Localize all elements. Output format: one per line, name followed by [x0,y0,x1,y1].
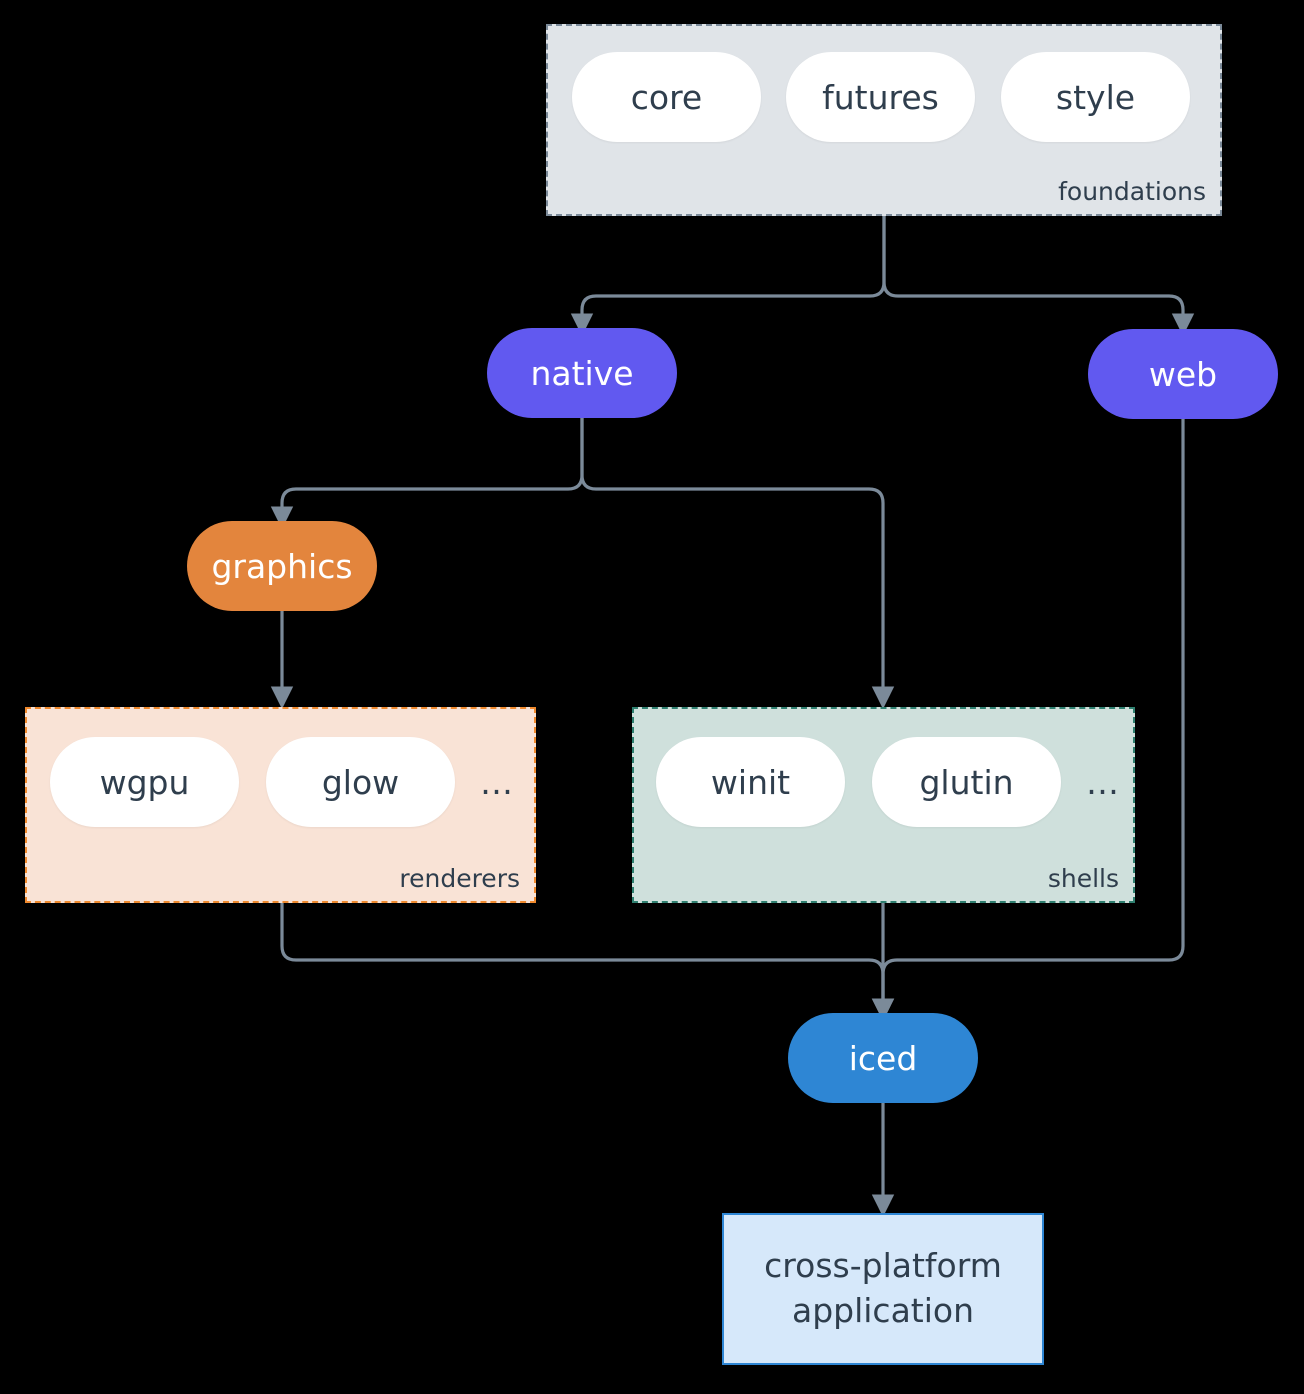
node-glutin-label: glutin [919,762,1014,802]
node-core[interactable]: core [572,52,761,142]
node-winit-label: winit [710,762,791,802]
node-renderers-more: … [480,765,520,799]
group-shells-label: shells [1047,864,1119,893]
node-futures[interactable]: futures [786,52,975,142]
node-graphics-label: graphics [211,546,353,586]
node-app-label-line2: application [791,1291,975,1330]
node-app-label-line1: cross-platform [764,1246,1002,1286]
node-wgpu-label: wgpu [99,762,190,802]
node-iced-label: iced [848,1038,918,1078]
node-style[interactable]: style [1001,52,1190,142]
node-native-label: native [530,353,634,393]
node-style-label: style [1055,77,1136,117]
node-wgpu[interactable]: wgpu [50,737,239,827]
node-winit[interactable]: winit [656,737,845,827]
node-web[interactable]: web [1088,329,1278,419]
node-iced[interactable]: iced [788,1013,978,1103]
node-glutin[interactable]: glutin [872,737,1061,827]
node-native[interactable]: native [487,328,677,418]
node-glow[interactable]: glow [266,737,455,827]
group-renderers-label: renderers [399,864,520,893]
node-graphics[interactable]: graphics [187,521,377,611]
node-shells-more-label: … [1086,762,1120,802]
node-renderers-more-label: … [480,762,514,802]
node-shells-more: … [1086,765,1126,799]
node-app-label-wrap: cross-platform application [764,1244,1002,1333]
group-foundations-label: foundations [1058,177,1206,206]
node-core-label: core [630,77,703,117]
node-web-label: web [1148,354,1218,394]
node-glow-label: glow [321,762,400,802]
node-futures-label: futures [822,77,939,117]
node-app[interactable]: cross-platform application [722,1213,1044,1365]
